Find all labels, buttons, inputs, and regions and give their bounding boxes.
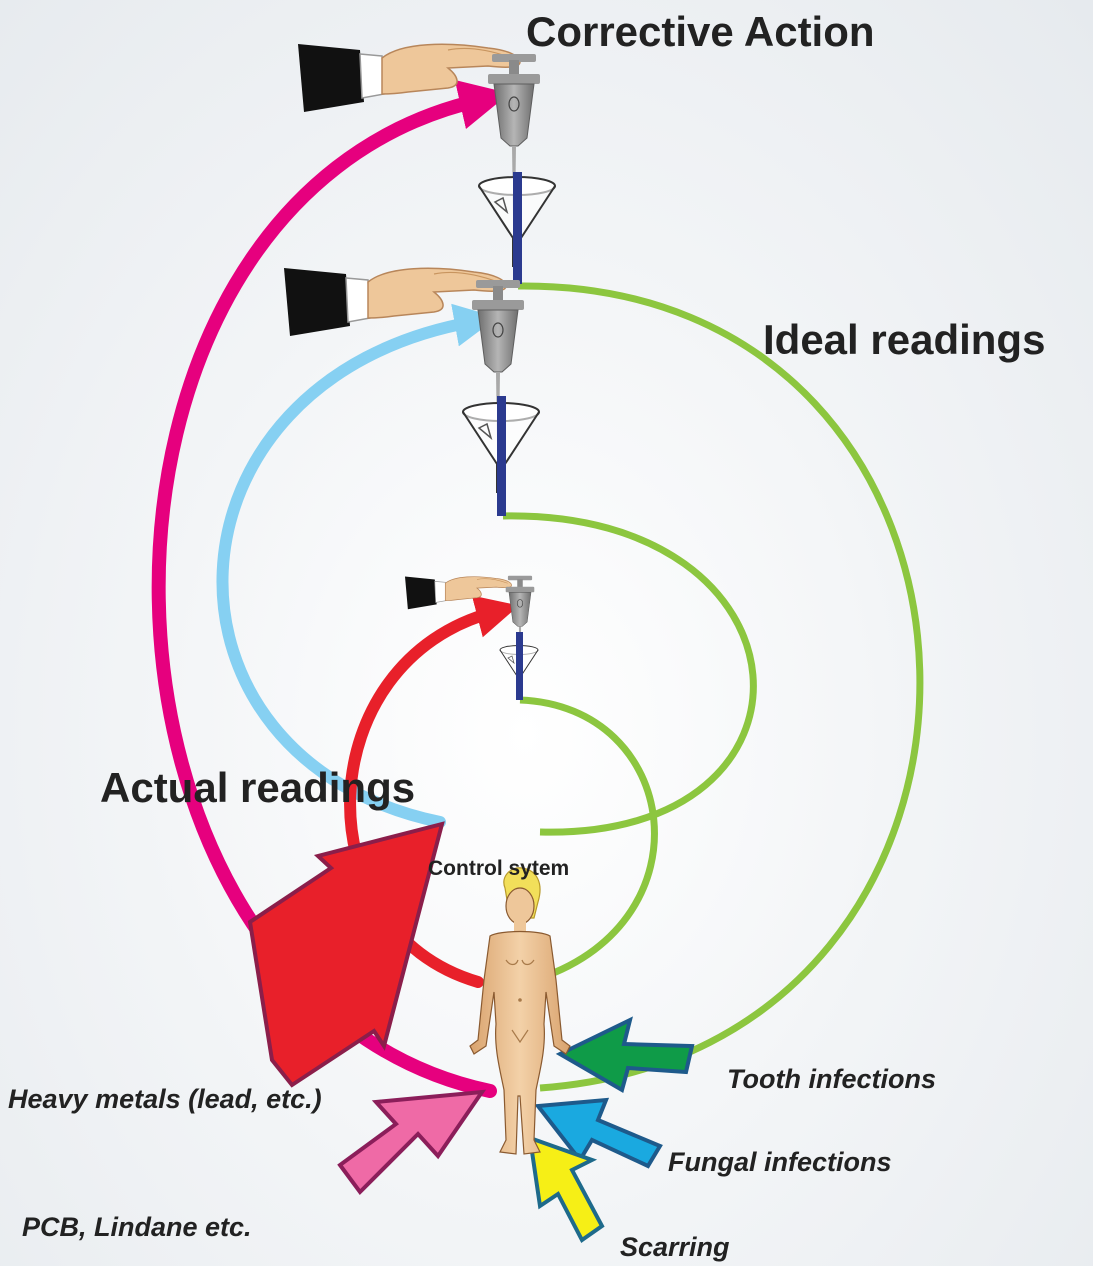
tooth-infections-arrow	[560, 1020, 692, 1090]
pcb-arrow	[340, 1092, 482, 1192]
tooth-infections-label: Tooth infections	[727, 1064, 936, 1095]
loop-green-outer	[518, 286, 920, 1088]
fungal-infections-label: Fungal infections	[668, 1147, 892, 1178]
ideal-readings-label: Ideal readings	[763, 316, 1045, 364]
scarring-label: Scarring	[620, 1232, 730, 1263]
corrective-action-label: Corrective Action	[526, 8, 875, 56]
actual-readings-label: Actual readings	[100, 764, 415, 812]
loop-blue-arrow	[222, 322, 472, 822]
probe-icon	[513, 172, 522, 284]
probe-icon	[497, 396, 506, 516]
loop-green-middle	[503, 516, 753, 832]
probe-icon	[516, 632, 523, 700]
control-system-label: Control sytem	[428, 857, 569, 881]
pcb-label: PCB, Lindane etc.	[22, 1212, 252, 1243]
hand-icon	[405, 577, 512, 610]
heavy-metals-label: Heavy metals (lead, etc.)	[8, 1084, 322, 1115]
scarring-arrow	[530, 1138, 602, 1240]
